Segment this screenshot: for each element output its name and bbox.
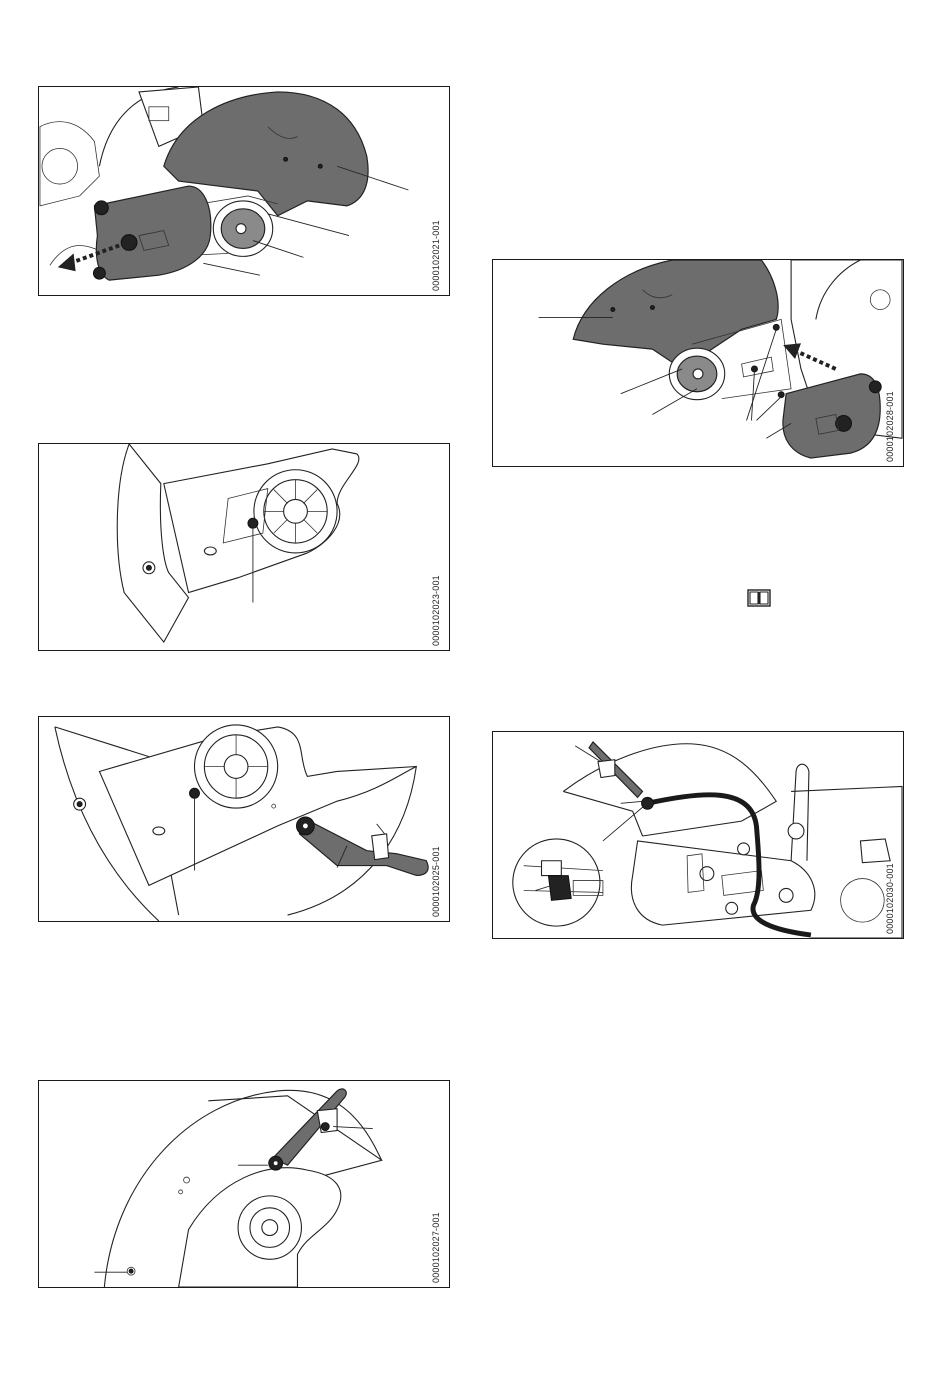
figure-code: 0000102030-001: [885, 863, 895, 934]
illustration-guard-locking: [39, 1081, 449, 1287]
illustration-guard-adjust-lever: [39, 717, 449, 921]
figure-guard-adjust-lever: 0000102025-001: [38, 716, 450, 922]
figure-guard-inner: 0000102023-001: [38, 443, 450, 651]
illustration-belt-cover-removal: [39, 87, 449, 295]
figure-code: 0000102027-001: [431, 1212, 441, 1283]
figure-code: 0000102028-001: [885, 391, 895, 462]
figure-water-hose-routing: 0000102030-001: [492, 731, 904, 939]
figure-belt-cover-install: 0000102028-001: [492, 259, 904, 467]
figure-guard-locking: 0000102027-001: [38, 1080, 450, 1288]
figure-code: 0000102021-001: [431, 220, 441, 291]
illustration-water-hose-routing: [493, 732, 903, 938]
figure-code: 0000102025-001: [431, 846, 441, 917]
figure-belt-cover-removal: 0000102021-001: [38, 86, 450, 296]
illustration-belt-cover-install: [493, 260, 903, 466]
open-book-icon: [747, 589, 771, 607]
illustration-guard-inner: [39, 444, 449, 650]
figure-code: 0000102023-001: [431, 575, 441, 646]
